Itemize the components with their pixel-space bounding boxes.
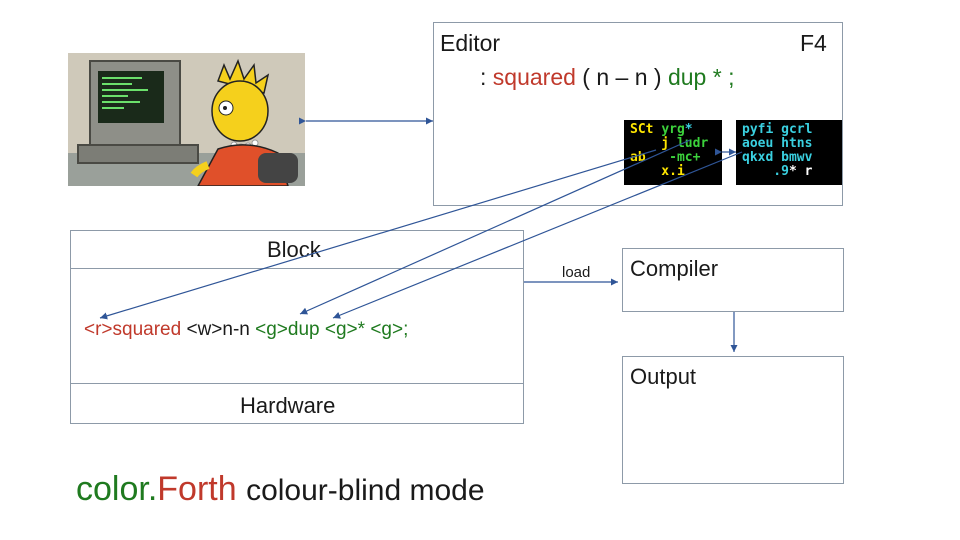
code-word-star: * bbox=[712, 64, 722, 90]
arrow-keypad-to-red-tag bbox=[99, 149, 657, 320]
keypad-right-row: aoeu htns bbox=[742, 137, 836, 151]
keypad-right-row: .9* r bbox=[742, 165, 836, 179]
arrow-keypad-to-star bbox=[332, 151, 743, 319]
keypad-glyphs: * r bbox=[788, 164, 813, 179]
block-divider-bottom bbox=[70, 383, 524, 384]
keypad-left-row: x.i bbox=[630, 165, 716, 179]
code-semicolon: ; bbox=[728, 64, 735, 90]
source-white-tag: <w>n-n bbox=[186, 319, 250, 340]
keypad-left-row: j ludr bbox=[630, 137, 716, 151]
keypad-right-row: pyfi gcrl bbox=[742, 123, 836, 137]
keypad-glyphs: x.i bbox=[630, 164, 685, 179]
source-red-tag: <r>squared bbox=[84, 319, 182, 340]
footer-brand-forth: Forth bbox=[157, 470, 237, 508]
code-name: squared bbox=[492, 64, 576, 90]
block-source-line: <r>squared <w>n-n <g>dup <g>* <g>; bbox=[84, 319, 408, 341]
output-box bbox=[622, 356, 844, 484]
keypad-glyphs: yrg bbox=[661, 122, 685, 137]
block-box bbox=[70, 230, 524, 424]
keypad-glyphs: qkxd bmwv bbox=[742, 150, 813, 165]
keypad-glyphs: SCt bbox=[630, 122, 662, 137]
source-green-tag-dup: <g>dup bbox=[255, 319, 320, 340]
footer-rest: colour-blind mode bbox=[246, 474, 485, 507]
compiler-box bbox=[622, 248, 844, 312]
code-word-dup: dup bbox=[667, 64, 707, 90]
keypad-glyphs: ludr bbox=[676, 136, 709, 151]
keypad-glyphs: j bbox=[630, 136, 677, 151]
load-label: load bbox=[562, 264, 591, 281]
keypad-glyphs: * bbox=[684, 122, 693, 137]
compiler-label: Compiler bbox=[630, 256, 719, 281]
footer-brand-color: color. bbox=[76, 470, 158, 508]
keypad-glyphs: .9 bbox=[742, 164, 789, 179]
keypad-glyphs: -mc+ bbox=[669, 150, 701, 165]
keypad-glyphs: aoeu htns bbox=[742, 136, 813, 151]
cartoon-girl-at-computer-icon bbox=[68, 53, 305, 186]
keypad-right-row: qkxd bmwv bbox=[742, 151, 836, 165]
block-divider-top bbox=[70, 268, 524, 269]
footer-title: color.Forth colour-blind mode bbox=[76, 470, 485, 509]
block-label: Block bbox=[267, 237, 321, 262]
editor-key-label: F4 bbox=[800, 30, 827, 56]
arrow-keypad-to-dup bbox=[299, 139, 691, 315]
source-green-tag-star: <g>* bbox=[324, 319, 366, 340]
editor-code-line: : squared ( n – n ) dup * ; bbox=[480, 64, 734, 91]
cartoon-computer-image bbox=[68, 53, 305, 186]
code-colon: : bbox=[480, 64, 487, 90]
keypad-left-row: SCt yrg* bbox=[630, 123, 716, 137]
editor-title: Editor bbox=[440, 30, 501, 56]
hardware-label: Hardware bbox=[240, 393, 336, 418]
source-green-tag-semi: <g>; bbox=[370, 319, 409, 340]
output-label: Output bbox=[630, 364, 697, 389]
code-comment: ( n – n ) bbox=[582, 64, 662, 90]
keypad-glyphs: pyfi gcrl bbox=[742, 122, 813, 137]
